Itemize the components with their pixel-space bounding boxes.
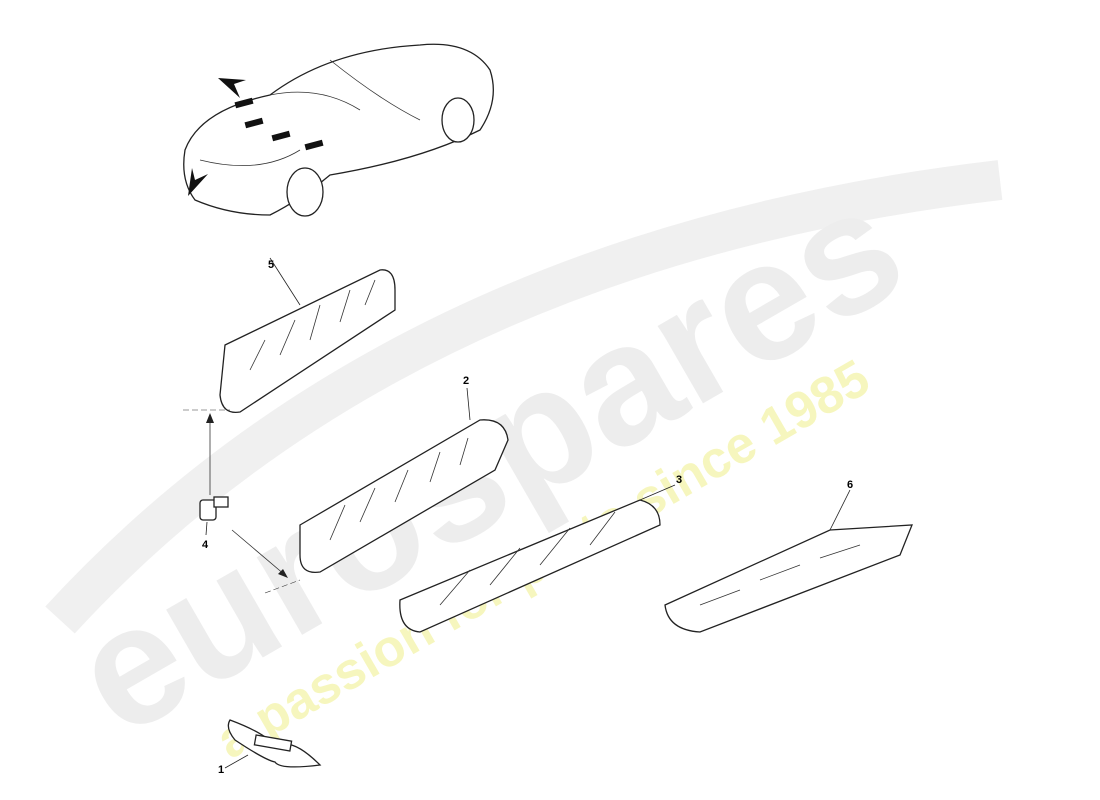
part-3-grille: 3	[399, 474, 682, 633]
part-4-fastener: 4	[183, 409, 301, 594]
part-2-vent: 2	[299, 375, 509, 574]
callout-1: 1	[218, 764, 224, 776]
watermark: eurospares a passion for parts since 198…	[44, 149, 1003, 772]
callout-5: 5	[268, 259, 274, 271]
watermark-swoosh	[45, 160, 1003, 634]
arrow-indicator	[218, 78, 246, 98]
part-1-badge: 1	[218, 719, 322, 776]
callout-4: 4	[202, 539, 209, 551]
car-illustration	[183, 43, 494, 217]
callout-3: 3	[676, 474, 682, 486]
part-5-vent: 5	[219, 257, 396, 414]
arrow-indicator	[188, 168, 208, 196]
part-6-side-vent: 6	[664, 479, 913, 633]
callout-6: 6	[847, 479, 853, 491]
callout-2: 2	[463, 375, 469, 387]
